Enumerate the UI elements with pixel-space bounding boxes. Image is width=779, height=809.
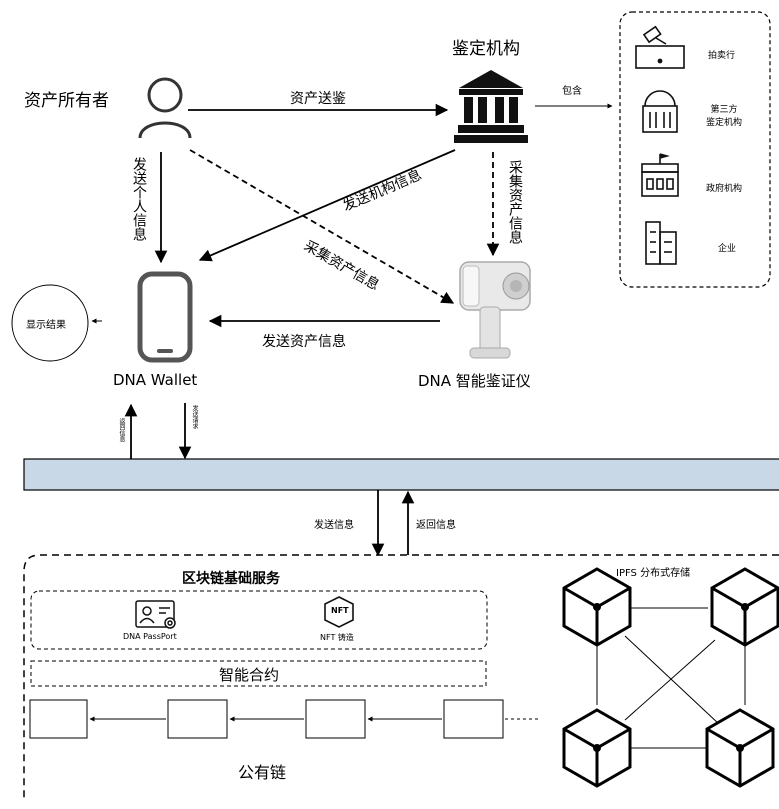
send-request-small-label: 发送请求 bbox=[191, 405, 198, 429]
smart-contract-label: 智能合约 bbox=[219, 666, 280, 684]
org-type-auction-house: 拍卖行 bbox=[708, 51, 736, 61]
show-result-label: 显示结果 bbox=[26, 320, 66, 331]
send-personal-info-label: 发送个人信息 bbox=[131, 157, 147, 241]
bank-icon bbox=[454, 70, 528, 143]
asset-owner-label: 资产所有者 bbox=[24, 91, 109, 111]
nft-icon bbox=[324, 596, 354, 628]
blockchain-services-title: 区块链基础服务 bbox=[182, 571, 280, 587]
arrows bbox=[91, 103, 613, 557]
passport-icon bbox=[135, 600, 176, 629]
send-info-label: 发送信息 bbox=[314, 520, 354, 531]
collect-asset-info-vertical-label: 采集资产信息 bbox=[507, 160, 523, 244]
nft-icon-text: NFT bbox=[331, 606, 349, 615]
dna-device-label: DNA 智能鉴证仪 bbox=[418, 372, 531, 390]
institution-icon bbox=[642, 90, 678, 133]
ipfs-label: IPFS 分布式存储 bbox=[616, 568, 691, 579]
public-chain-label: 公有链 bbox=[238, 763, 287, 782]
contains-label: 包含 bbox=[562, 86, 582, 97]
nft-mint-label: NFT 铸造 bbox=[320, 633, 354, 642]
org-type-enterprise: 企业 bbox=[718, 244, 737, 254]
office-building-icon bbox=[645, 221, 677, 265]
org-type-government: 政府机构 bbox=[706, 184, 743, 194]
chain-blocks bbox=[29, 699, 504, 739]
ipfs-node-icon bbox=[562, 567, 779, 788]
phone-icon bbox=[137, 271, 193, 363]
org-type-third-party: 第三方 鉴定机构 bbox=[706, 105, 743, 128]
gavel-icon bbox=[635, 25, 685, 69]
dna-wallet-label: DNA Wallet bbox=[113, 371, 198, 389]
return-info-small-label: 返回信息 bbox=[118, 418, 125, 442]
dna-device-icon bbox=[459, 261, 531, 359]
send-asset-info-label: 发送资产信息 bbox=[262, 334, 346, 350]
person-icon bbox=[138, 77, 192, 139]
return-info-label: 返回信息 bbox=[416, 520, 456, 531]
dna-passport-label: DNA PassPort bbox=[123, 632, 177, 641]
government-building-icon bbox=[641, 153, 679, 197]
appraisal-org-label: 鉴定机构 bbox=[452, 39, 520, 59]
send-for-appraisal-label: 资产送鉴 bbox=[290, 91, 346, 107]
